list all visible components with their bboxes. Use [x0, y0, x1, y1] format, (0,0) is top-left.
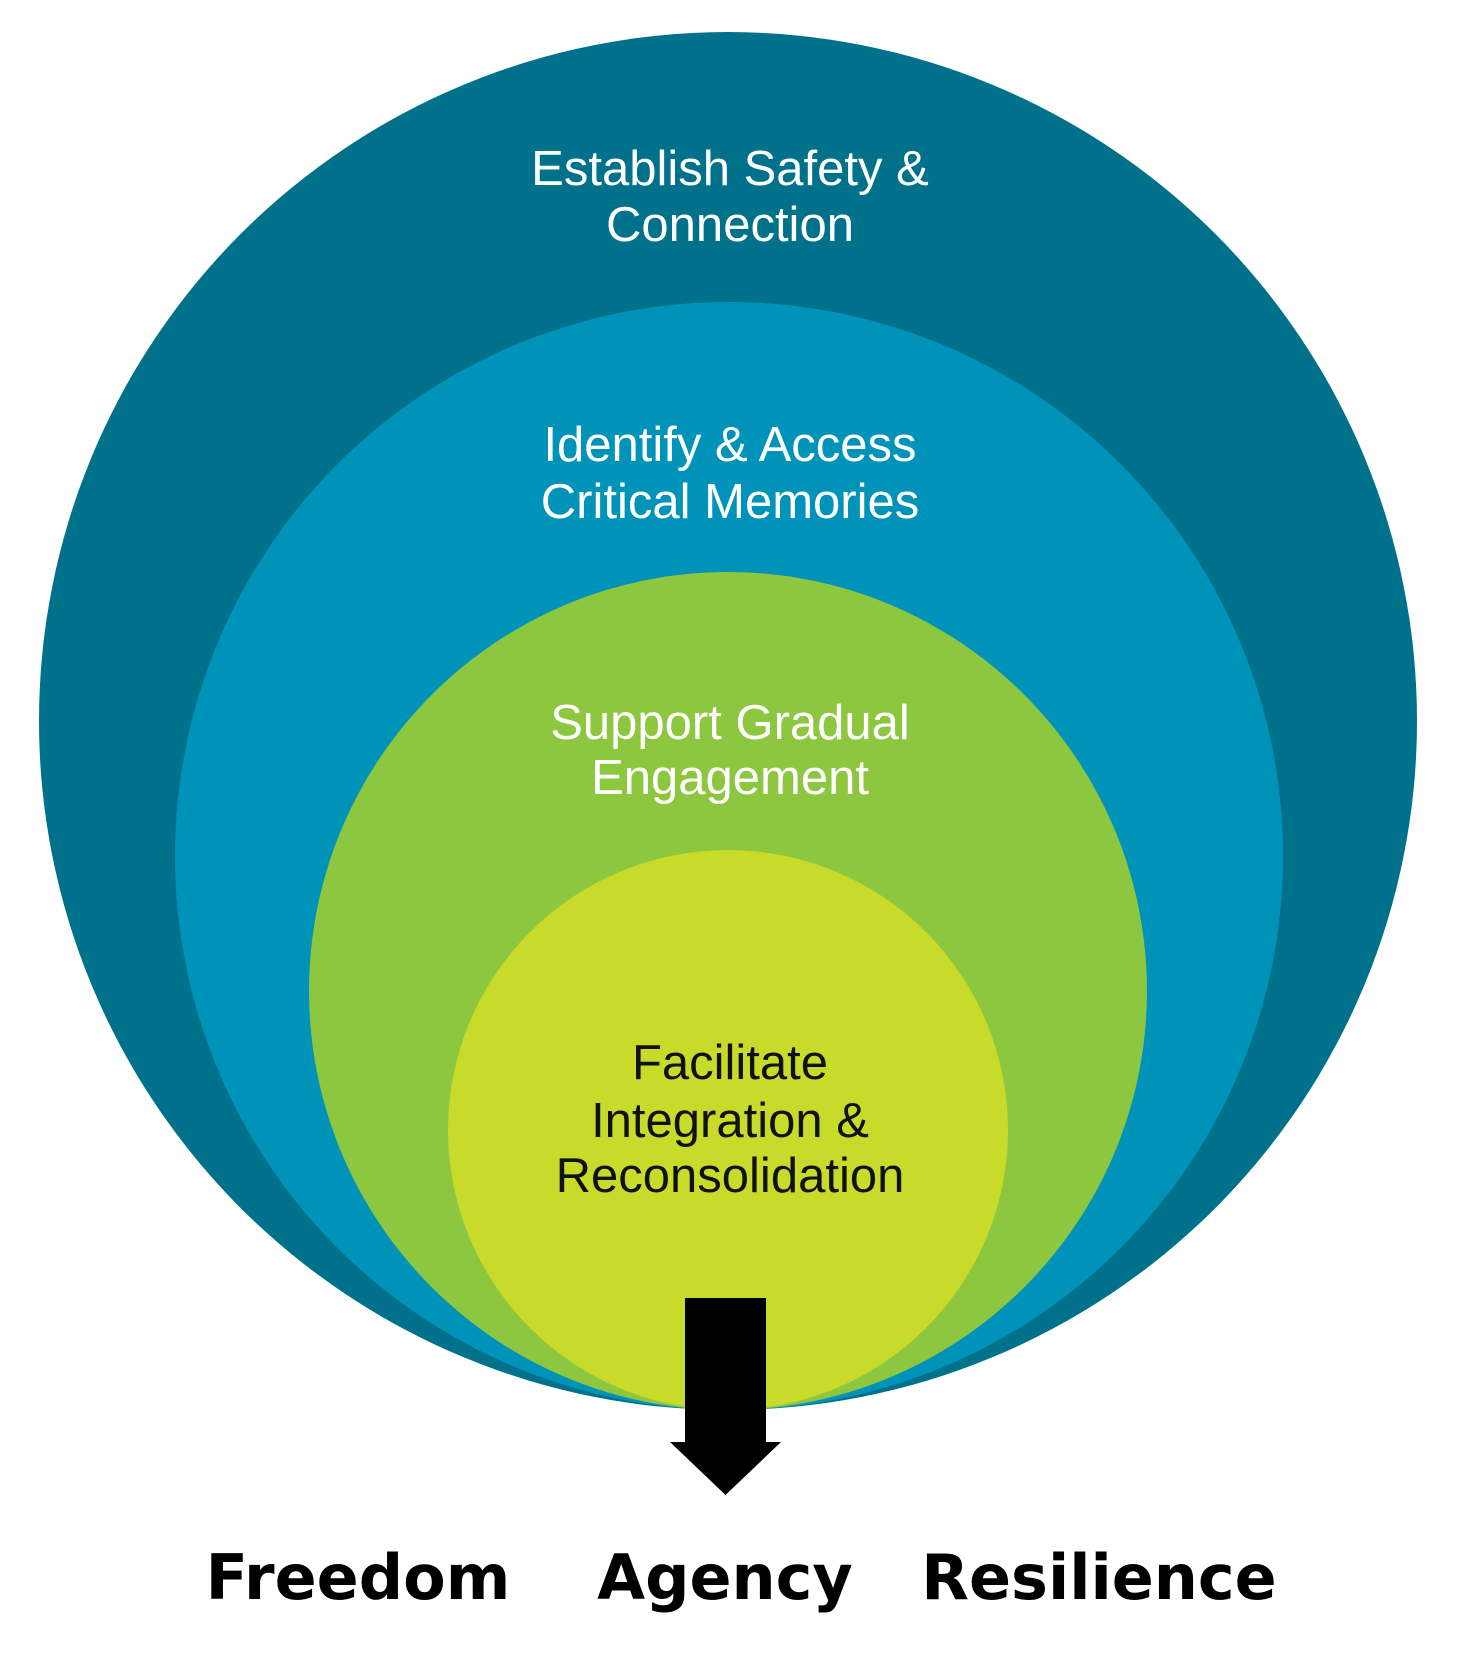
- layer-4-line-1: Facilitate: [632, 1036, 828, 1090]
- arrow-down-icon: [670, 1298, 781, 1495]
- outcome-agency: Agency: [597, 1541, 853, 1614]
- layer-3-line-2: Engagement: [591, 751, 869, 805]
- layer-3-line-1: Support Gradual: [550, 696, 910, 750]
- layer-2-line-2: Critical Memories: [541, 475, 919, 529]
- layer-4-line-2: Integration &: [591, 1094, 869, 1148]
- layer-2-line-1: Identify & Access: [543, 418, 916, 472]
- outcome-resilience: Resilience: [921, 1541, 1276, 1614]
- outcome-freedom: Freedom: [206, 1541, 511, 1614]
- circle-facilitate-integration: [448, 850, 1008, 1410]
- layer-1-line-1: Establish Safety &: [531, 142, 929, 196]
- layer-4-line-3: Reconsolidation: [556, 1149, 905, 1203]
- layer-1-line-2: Connection: [606, 198, 854, 252]
